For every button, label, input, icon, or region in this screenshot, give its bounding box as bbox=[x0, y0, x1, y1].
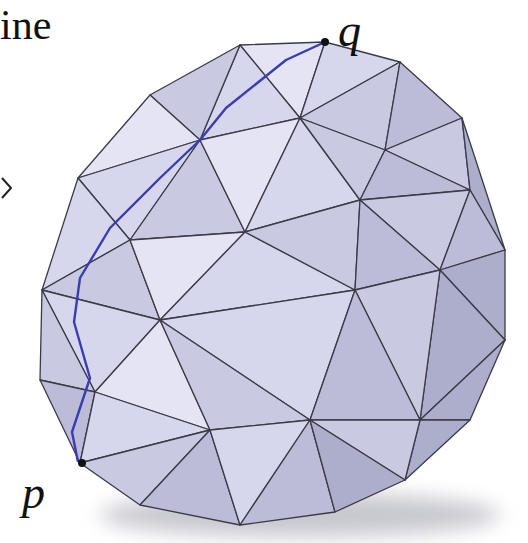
caption-fragment: ine bbox=[0, 4, 51, 46]
mesh-face bbox=[245, 200, 360, 290]
mesh-face bbox=[310, 290, 420, 420]
mesh-face bbox=[310, 420, 405, 512]
mesh-face bbox=[40, 290, 95, 392]
mesh-face bbox=[420, 340, 505, 420]
point-label: p bbox=[22, 470, 45, 516]
mesh-face bbox=[160, 320, 310, 430]
point-label: q bbox=[338, 8, 361, 54]
